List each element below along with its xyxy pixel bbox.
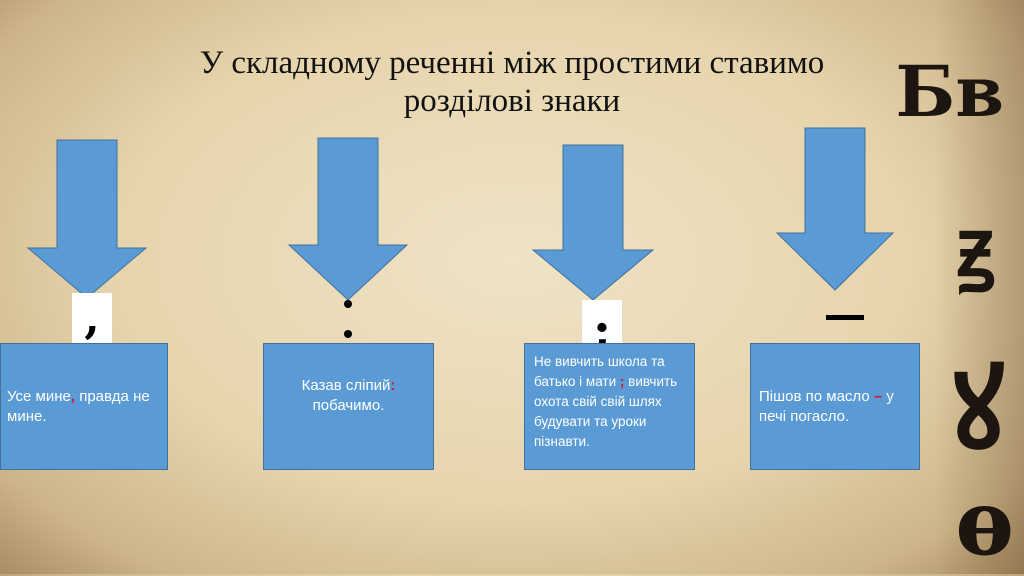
example-text: Казав сліпий <box>301 377 391 394</box>
example-box-dash: Пішов по масло – у печі погасло. <box>750 343 920 470</box>
title-line-1: У складному реченні між простими ставимо <box>199 45 825 81</box>
decorative-letter-icon: ѳ <box>955 470 1014 576</box>
example-text: побачимо. <box>312 397 385 414</box>
example-text: Усе мине <box>7 387 71 405</box>
example-box-comma: Усе мине, правда не мине. <box>0 343 168 470</box>
colon-dot <box>344 330 352 338</box>
example-text: у печі погасло. <box>759 387 894 425</box>
dash-mark <box>826 315 864 320</box>
example-text: правда не мине. <box>7 387 150 425</box>
example-text: вивчить охота свій свій шлях будувати та… <box>534 374 678 449</box>
decorative-letter-icon: ꙃ <box>956 200 994 294</box>
decorative-letter-icon: Бв <box>895 50 1004 133</box>
arrow-down-icon <box>26 139 148 299</box>
title-line-2: розділові знаки <box>403 83 621 119</box>
parchment-edge <box>934 0 1024 574</box>
comma-mark: , <box>72 293 112 344</box>
arrow-down-icon <box>287 137 409 301</box>
punct-highlight: ; <box>619 374 625 389</box>
example-box-colon: Казав сліпий: побачимо. <box>263 343 434 470</box>
example-box-semicolon: Не вивчить школа та батько і мати ; вивч… <box>524 343 695 470</box>
punct-highlight: : <box>390 377 396 394</box>
slide-title: У складному реченні між простими ставимо… <box>0 44 1024 120</box>
punct-highlight: , <box>70 387 76 405</box>
example-text: Пішов по масло <box>759 387 874 405</box>
colon-dot <box>344 300 352 308</box>
arrow-down-icon <box>775 127 895 291</box>
punct-highlight: – <box>873 387 883 405</box>
arrow-down-icon <box>531 144 655 301</box>
example-text: Не вивчить школа та батько і мати <box>534 354 665 389</box>
decorative-letter-icon: ꙋ <box>952 344 1004 473</box>
